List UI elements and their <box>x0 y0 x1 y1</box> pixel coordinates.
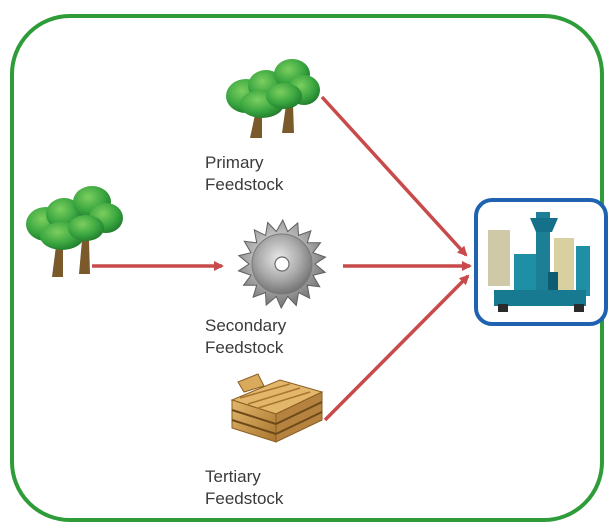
secondary-feedstock-line2: Feedstock <box>205 338 284 357</box>
primary-feedstock-line2: Feedstock <box>205 175 284 194</box>
source-tree-group-icon <box>26 186 123 277</box>
arrow-primary-to-machine <box>320 95 468 257</box>
tertiary-feedstock-label: Tertiary Feedstock <box>205 466 283 510</box>
tertiary-feedstock-line2: Feedstock <box>205 489 284 508</box>
saw-blade-icon <box>237 218 327 310</box>
arrow-tertiary-to-machine <box>323 274 470 422</box>
wood-pallet-icon <box>230 373 324 443</box>
secondary-feedstock-line1: Secondary <box>205 316 287 335</box>
primary-feedstock-label: Primary Feedstock <box>205 152 283 196</box>
primary-tree-group-icon <box>226 59 320 138</box>
tertiary-feedstock-line1: Tertiary <box>205 467 261 486</box>
pellet-mill-machine-icon <box>474 198 608 326</box>
primary-feedstock-line1: Primary <box>205 153 264 172</box>
secondary-feedstock-label: Secondary Feedstock <box>205 315 286 359</box>
